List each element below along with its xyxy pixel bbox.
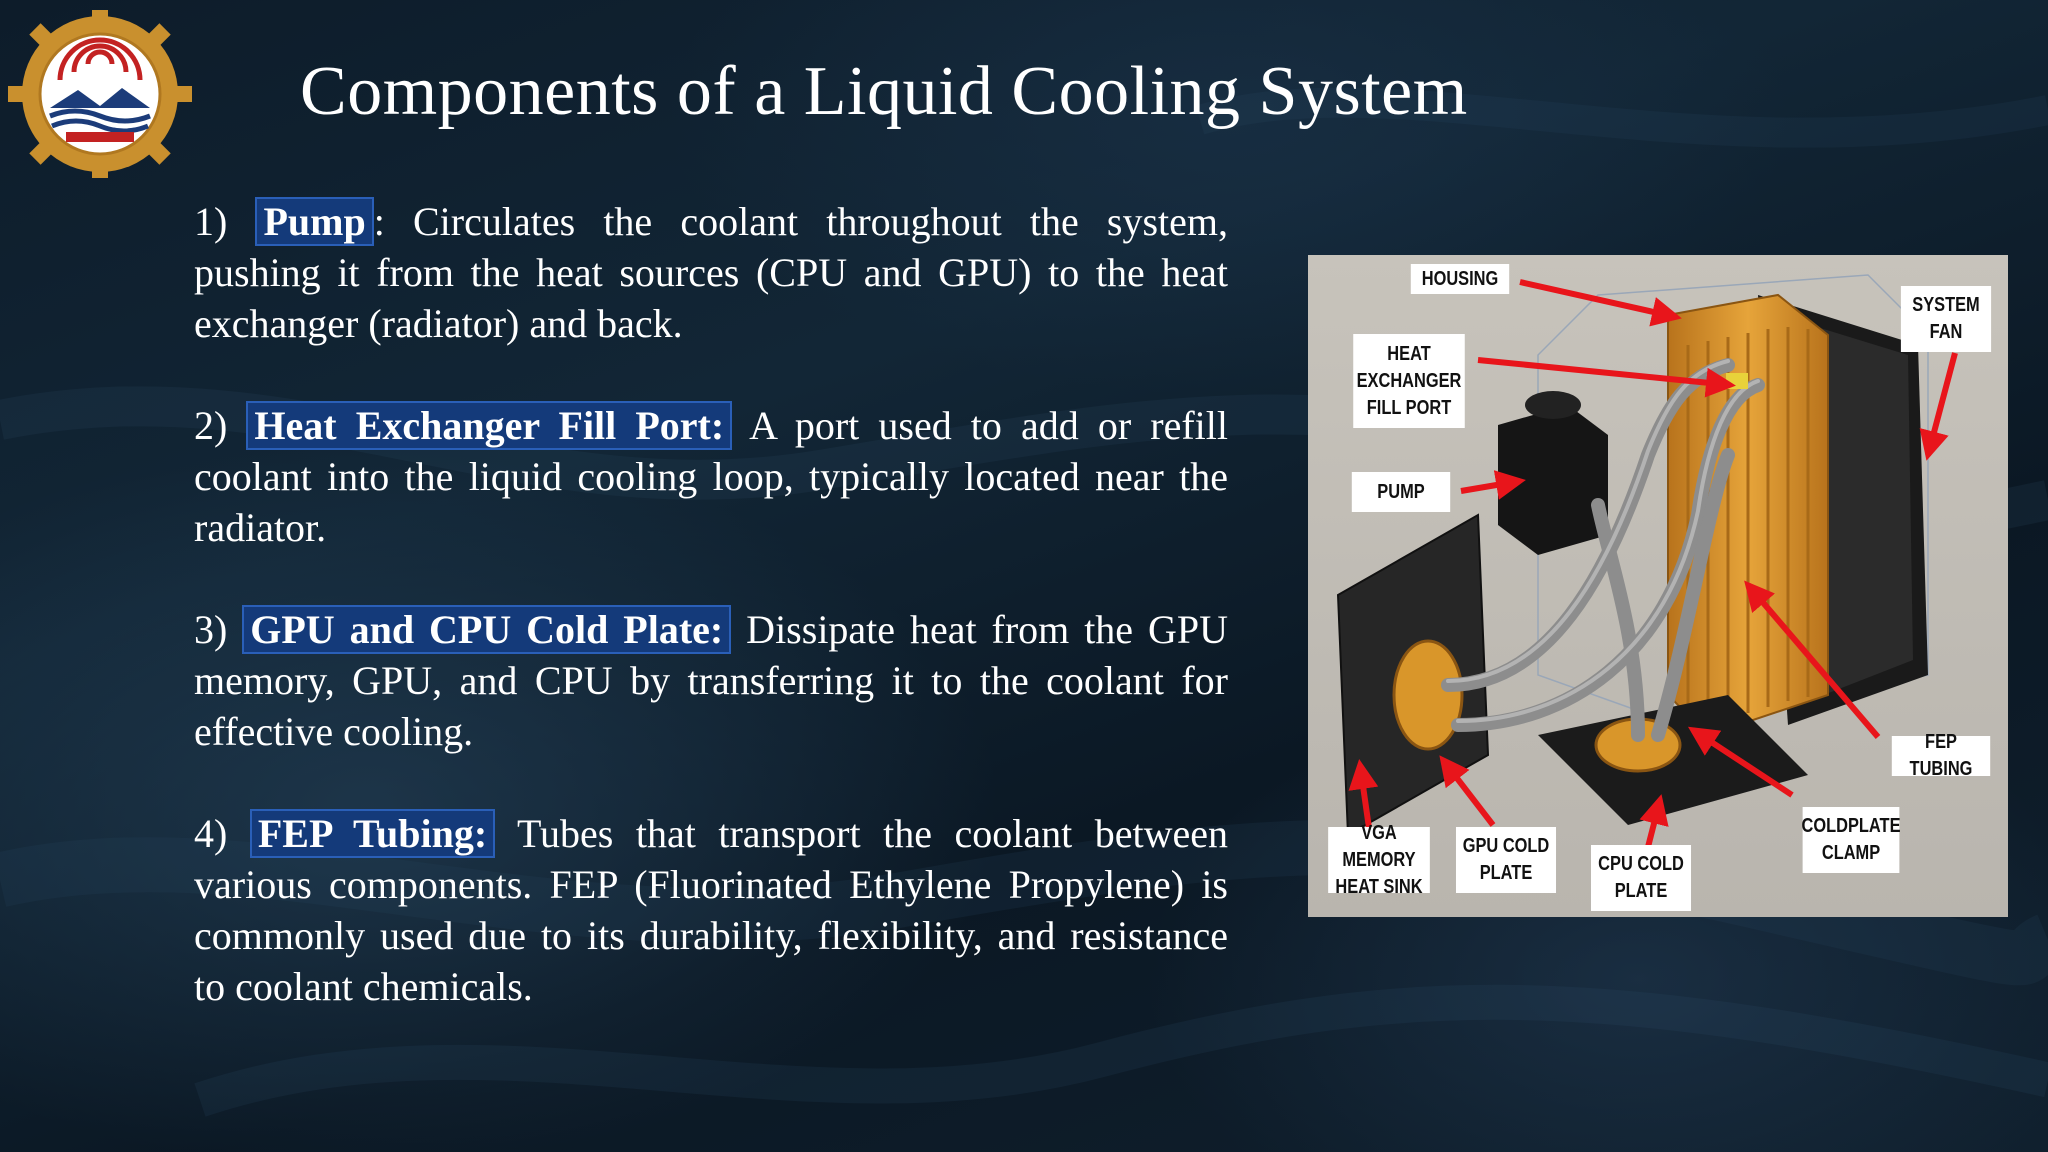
list-item-fep-tubing: 4) FEP Tubing: Tubes that transport the … <box>194 808 1228 1012</box>
item-description: Circulates the coolant throughout the sy… <box>194 199 1229 346</box>
label-system-fan: SYSTEM FAN <box>1900 286 1992 352</box>
component-list: 1) Pump: Circulates the coolant througho… <box>194 196 1228 1063</box>
item-number: 3) <box>194 607 228 652</box>
item-description: Tubes that transport the coolant between… <box>194 811 1229 1009</box>
label-coldplate-clamp: COLDPLATE CLAMP <box>1802 807 1901 873</box>
term-label: FEP Tubing: <box>257 811 488 856</box>
list-item-fill-port: 2) Heat Exchanger Fill Port: A port used… <box>194 400 1228 553</box>
label-housing: HOUSING <box>1410 264 1510 294</box>
term-highlight: Heat Exchanger Fill Port: <box>246 401 733 450</box>
term-highlight: FEP Tubing: <box>249 809 496 858</box>
term-label: Heat Exchanger Fill Port: <box>254 403 725 448</box>
item-description: A port used to add or refill coolant int… <box>194 403 1228 550</box>
slide-title: Components of a Liquid Cooling System <box>300 53 1468 130</box>
label-fep-tubing: FEP TUBING <box>1891 731 1991 780</box>
list-item-cold-plate: 3) GPU and CPU Cold Plate: Dissipate hea… <box>194 604 1228 757</box>
institute-logo <box>8 10 192 178</box>
term-label: GPU and CPU Cold Plate: <box>250 607 724 652</box>
term-suffix: : <box>373 199 385 244</box>
item-description: Dissipate heat from the GPU memory, GPU,… <box>194 607 1228 754</box>
label-pump: PUMP <box>1351 472 1451 512</box>
cooling-system-illustration <box>1336 274 1958 848</box>
item-number: 1) <box>194 199 228 244</box>
item-number: 4) <box>194 811 228 856</box>
list-item-pump: 1) Pump: Circulates the coolant througho… <box>194 196 1228 349</box>
item-number: 2) <box>194 403 228 448</box>
term-highlight: Pump <box>255 197 374 246</box>
label-vga-memory-heat-sink: VGA MEMORY HEAT SINK <box>1328 822 1430 898</box>
term-highlight: GPU and CPU Cold Plate: <box>242 605 732 654</box>
label-heat-exchanger-fill-port: HEAT EXCHANGER FILL PORT <box>1353 334 1465 428</box>
label-cpu-cold-plate: CPU COLD PLATE <box>1590 845 1692 911</box>
label-gpu-cold-plate: GPU COLD PLATE <box>1455 827 1557 893</box>
term-label: Pump <box>263 199 366 244</box>
cooling-system-diagram: HOUSING HEAT EXCHANGER FILL PORT PUMP SY… <box>1308 255 2008 917</box>
